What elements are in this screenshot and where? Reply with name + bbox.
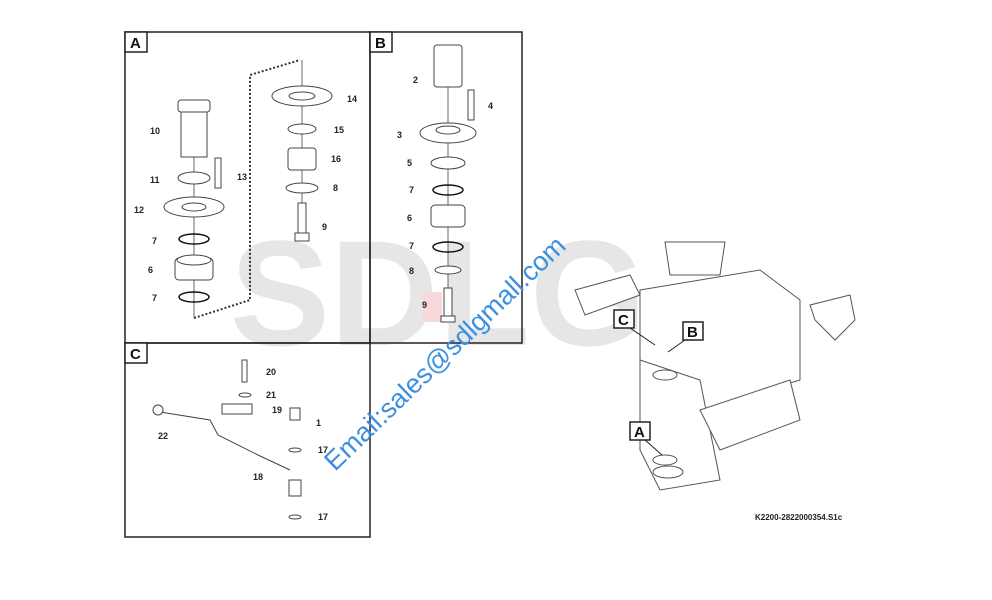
svg-text:C: C: [130, 346, 141, 363]
panel-c-tag: C: [124, 342, 148, 364]
svg-text:7: 7: [409, 241, 414, 251]
svg-text:20: 20: [266, 367, 276, 377]
svg-text:17: 17: [318, 445, 328, 455]
marker-a: A: [629, 421, 663, 456]
svg-text:8: 8: [333, 183, 338, 193]
panel-c-frame: [124, 342, 371, 538]
svg-text:11: 11: [150, 175, 160, 185]
panel-c-callouts: 20 21 19 1 17 22 18 17: [158, 367, 328, 522]
svg-text:7: 7: [152, 293, 157, 303]
marker-c: C: [613, 309, 656, 346]
panel-a-parts: [163, 59, 333, 319]
svg-text:C: C: [618, 312, 629, 329]
svg-text:6: 6: [407, 213, 412, 223]
panel-a-callouts: 10 11 12 13 7 6 7 14 15 16 8 9: [134, 94, 357, 303]
panel-b-callouts: 2 4 3 5 7 6 7 8 9: [397, 75, 493, 310]
panel-c-parts: [152, 359, 302, 520]
svg-text:13: 13: [237, 172, 247, 182]
svg-text:7: 7: [409, 185, 414, 195]
svg-text:A: A: [130, 35, 141, 52]
svg-text:21: 21: [266, 390, 276, 400]
panel-a-tag: A: [124, 31, 148, 53]
svg-text:B: B: [687, 324, 698, 341]
svg-text:9: 9: [422, 300, 427, 310]
svg-text:5: 5: [407, 158, 412, 168]
drawing-number: K2200-2822000354.S1c: [755, 513, 843, 522]
panel-b-tag: B: [369, 31, 393, 53]
svg-text:18: 18: [253, 472, 263, 482]
svg-text:16: 16: [331, 154, 341, 164]
svg-text:19: 19: [272, 405, 282, 415]
svg-text:22: 22: [158, 431, 168, 441]
svg-text:B: B: [375, 35, 386, 52]
svg-text:2: 2: [413, 75, 418, 85]
svg-text:14: 14: [347, 94, 357, 104]
svg-text:12: 12: [134, 205, 144, 215]
svg-text:8: 8: [409, 266, 414, 276]
marker-b: B: [667, 321, 704, 353]
svg-text:1: 1: [316, 418, 321, 428]
machine-assembly: [574, 241, 856, 491]
svg-text:10: 10: [150, 126, 160, 136]
svg-text:15: 15: [334, 125, 344, 135]
svg-text:A: A: [634, 424, 645, 441]
panel-b-parts: [419, 44, 477, 323]
svg-text:9: 9: [322, 222, 327, 232]
svg-text:17: 17: [318, 512, 328, 522]
svg-text:3: 3: [397, 130, 402, 140]
svg-text:4: 4: [488, 101, 493, 111]
svg-text:7: 7: [152, 236, 157, 246]
svg-text:6: 6: [148, 265, 153, 275]
panel-b-frame: [369, 31, 523, 344]
